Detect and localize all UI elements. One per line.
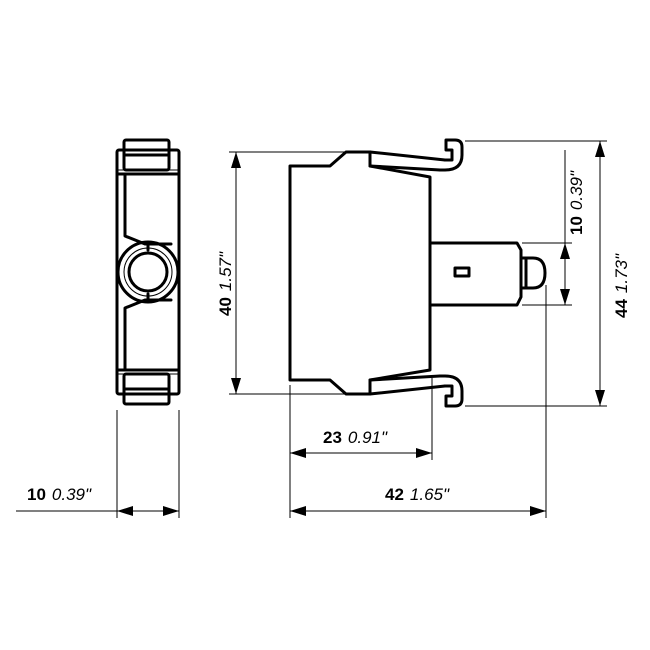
side-stem: [428, 241, 523, 307]
stem-tip: [519, 256, 547, 290]
lens-ring-inner: [123, 247, 173, 297]
stem-height-label: 100.39": [567, 170, 586, 235]
front-top-notch: [123, 172, 173, 246]
overall-height-label: 441.73": [612, 253, 631, 318]
front-bottom-notch: [123, 298, 173, 372]
side-top-hook: [438, 138, 464, 172]
side-top-clip-arm: [368, 150, 447, 172]
lens-center-icon: [127, 251, 169, 293]
stem-window: [453, 266, 471, 278]
side-bottom-hook: [438, 374, 464, 408]
front-view: [115, 138, 181, 406]
stem-height-dimension: 100.39": [522, 150, 586, 306]
side-view: [288, 138, 547, 408]
overall-height-dimension: 441.73": [465, 140, 631, 407]
body-height-dimension: 401.57": [216, 151, 346, 395]
body-height-label: 401.57": [216, 251, 235, 316]
side-bottom-clip-arm: [368, 374, 447, 396]
side-body: [288, 150, 432, 396]
